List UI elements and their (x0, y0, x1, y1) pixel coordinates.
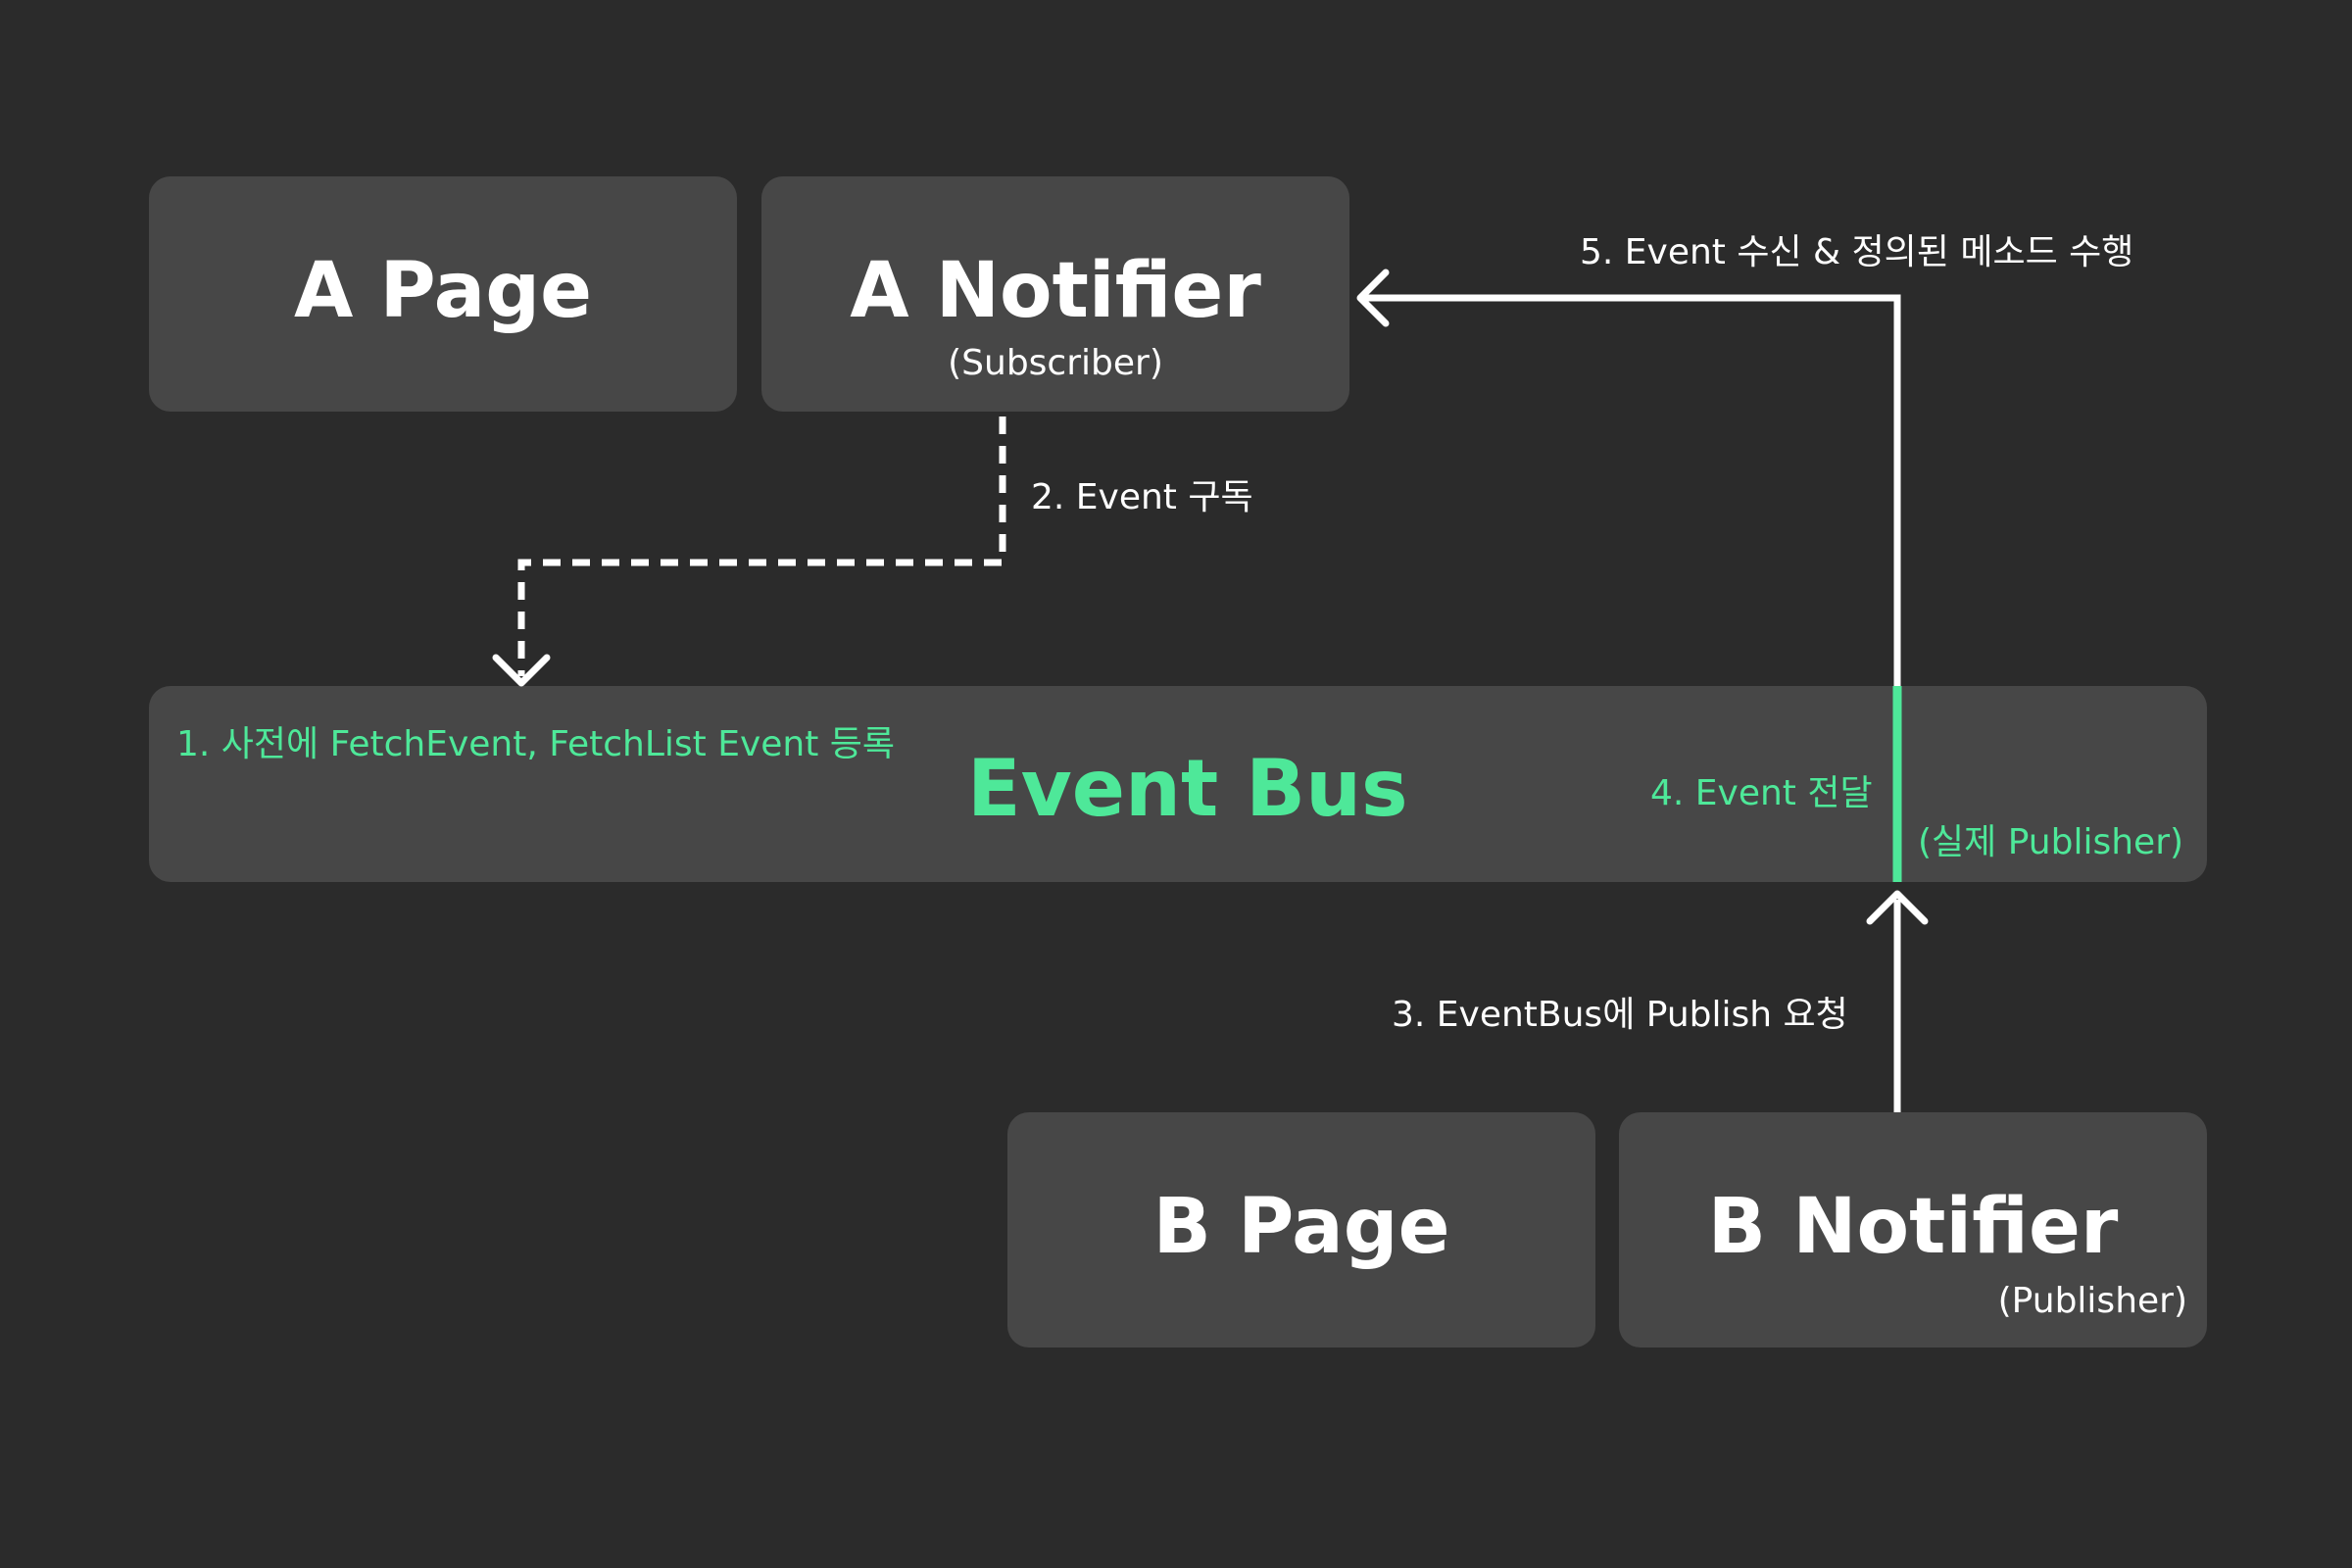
a-page-box: A Page (149, 176, 737, 412)
b-page-box: B Page (1007, 1112, 1595, 1348)
a-notifier-title: A Notifier (850, 247, 1261, 335)
b-notifier-title: B Notifier (1707, 1183, 2119, 1271)
event-bus-step1-label: 1. 사전에 FetchEvent, FetchList Event 등록 (176, 724, 896, 764)
step3-label: 3. EventBus에 Publish 요청 (1392, 995, 1848, 1035)
event-bus-title: Event Bus (967, 743, 1408, 834)
step4-label: 4. Event 전달 (1650, 773, 1873, 813)
a-notifier-role: (Subscriber) (948, 343, 1163, 383)
event-receive-line (1362, 294, 1901, 686)
a-page-title: A Page (294, 247, 592, 335)
event-bus-role: (실제 Publisher) (1918, 822, 2184, 862)
b-notifier-box: B Notifier (Publisher) (1619, 1112, 2207, 1348)
subscribe-dashed-line (517, 416, 1006, 676)
event-bus-box: 1. 사전에 FetchEvent, FetchList Event 등록 Ev… (149, 686, 2207, 882)
b-page-title: B Page (1152, 1183, 1450, 1271)
publish-request-arrowhead (1866, 890, 1929, 925)
a-notifier-box: A Notifier (Subscriber) (761, 176, 1349, 412)
event-receive-arrowhead (1356, 269, 1390, 327)
subscribe-arrowhead (492, 654, 551, 687)
b-notifier-role: (Publisher) (1997, 1281, 2187, 1321)
step2-label: 2. Event 구독 (1031, 477, 1253, 517)
step5-label: 5. Event 수신 & 정의된 메소드 수행 (1580, 232, 2134, 272)
